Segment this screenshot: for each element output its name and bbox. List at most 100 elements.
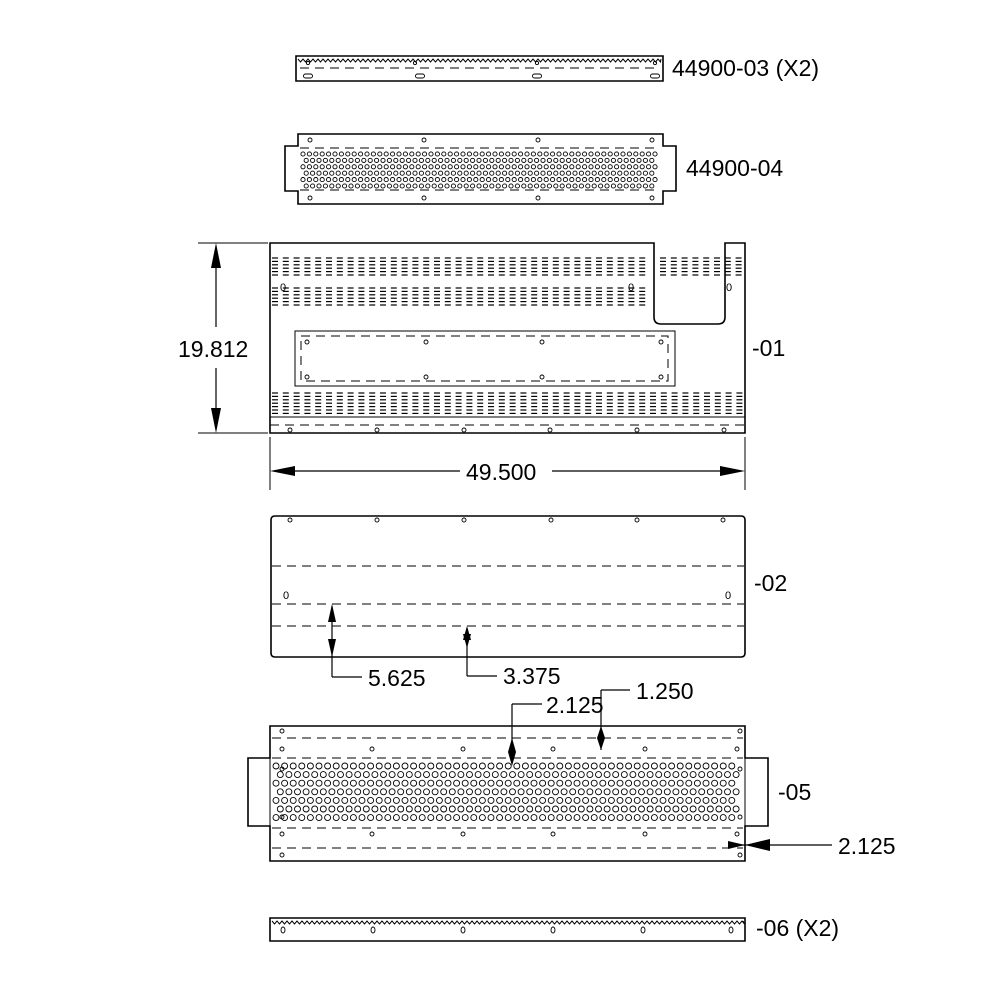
slot-hole [640, 926, 646, 934]
perforation-hole [659, 796, 667, 804]
perforation-hole [349, 779, 357, 787]
mounting-hole [634, 517, 640, 523]
perforation-hole [425, 157, 431, 163]
perforation-hole [322, 157, 328, 163]
perforation-hole [626, 177, 632, 183]
perforation-hole [281, 779, 289, 787]
slot-hole [460, 926, 466, 934]
perforation-hole [401, 779, 409, 787]
perforation-hole [450, 170, 456, 176]
perforation-hole [650, 814, 658, 822]
perforation-hole [495, 157, 501, 163]
perforation-hole [633, 177, 639, 183]
perforation-hole [540, 183, 546, 189]
perforation-hole [324, 779, 332, 787]
perforation-hole [575, 164, 581, 170]
perforation-hole [585, 170, 591, 176]
perforation-hole [526, 805, 534, 813]
perforation-hole [620, 771, 628, 779]
mounting-hole [421, 137, 427, 143]
hole-mark-right-02: 0 [725, 590, 731, 602]
perforation-hole [626, 151, 632, 157]
perforation-hole [470, 157, 476, 163]
mounting-hole [642, 831, 648, 837]
perforation-hole [453, 814, 461, 822]
perforation-hole [466, 771, 473, 779]
perforation-hole [585, 157, 591, 163]
perforation-hole [410, 796, 418, 804]
perforation-hole [517, 788, 525, 796]
perforation-hole [474, 805, 482, 813]
perforation-hole [447, 164, 453, 170]
perforation-hole [530, 164, 536, 170]
perforation-hole [623, 170, 629, 176]
perforation-hole [460, 177, 466, 183]
perforation-hole [698, 788, 706, 796]
mounting-hole [369, 746, 375, 752]
perforation-hole [427, 814, 435, 822]
perforation-hole [547, 796, 555, 804]
perforation-hole [453, 779, 461, 787]
mounting-hole [737, 814, 743, 820]
perforation-hole [489, 157, 495, 163]
perforation-hole [702, 796, 710, 804]
perforation-hole [349, 796, 357, 804]
perforation-hole [466, 151, 472, 157]
perforation-hole [553, 183, 559, 189]
perforation-hole [527, 157, 533, 163]
perforation-hole [564, 779, 572, 787]
perforation-hole [500, 788, 508, 796]
perforation-hole [401, 796, 409, 804]
perforation-hole [384, 796, 392, 804]
perforation-hole [617, 183, 623, 189]
mounting-hole [652, 60, 658, 66]
perforation-hole [311, 805, 319, 813]
perforation-hole [505, 177, 511, 183]
perforation-hole [371, 805, 379, 813]
perforation-hole [460, 151, 466, 157]
dimension-label-1250: 1.250 [636, 678, 694, 704]
perforation-hole [655, 788, 663, 796]
perforation-hole [504, 796, 512, 804]
perforation-hole [289, 796, 297, 804]
perforation-hole [693, 814, 701, 822]
mounting-hole [461, 427, 467, 433]
perforation-hole [607, 164, 613, 170]
perforation-hole [572, 157, 578, 163]
dimension-label-3375: 3.375 [503, 663, 561, 689]
perforation-hole [362, 805, 370, 813]
perforation-hole [313, 177, 319, 183]
mounting-hole [279, 852, 285, 858]
perforation-hole [324, 814, 332, 822]
perforation-hole [476, 183, 482, 189]
slot-hole [728, 926, 734, 934]
perforation-hole [517, 771, 525, 779]
perforation-hole [681, 805, 688, 813]
perforation-hole [556, 814, 564, 822]
perforation-hole [397, 788, 405, 796]
perforation-hole [513, 762, 521, 770]
perforation-hole [591, 183, 597, 189]
perforation-hole [272, 814, 280, 822]
perforation-hole [306, 177, 312, 183]
perforation-hole [440, 771, 448, 779]
perforation-hole [349, 762, 357, 770]
perforation-hole [598, 157, 604, 163]
perforation-hole [513, 779, 521, 787]
perforation-hole [728, 796, 736, 804]
perforation-hole [315, 762, 323, 770]
perforation-hole [500, 771, 508, 779]
perforation-hole [642, 170, 648, 176]
perforation-hole [577, 771, 585, 779]
perforation-hole [646, 164, 652, 170]
perforation-hole [591, 157, 597, 163]
perforation-hole [599, 796, 607, 804]
perforation-hole [294, 788, 301, 796]
mounting-hole [305, 60, 311, 66]
mounting-hole [642, 746, 648, 752]
perforation-hole [337, 771, 344, 779]
perforation-hole [629, 788, 637, 796]
perforation-hole [642, 157, 648, 163]
mounting-hole [658, 339, 664, 345]
perforation-hole [636, 183, 642, 189]
